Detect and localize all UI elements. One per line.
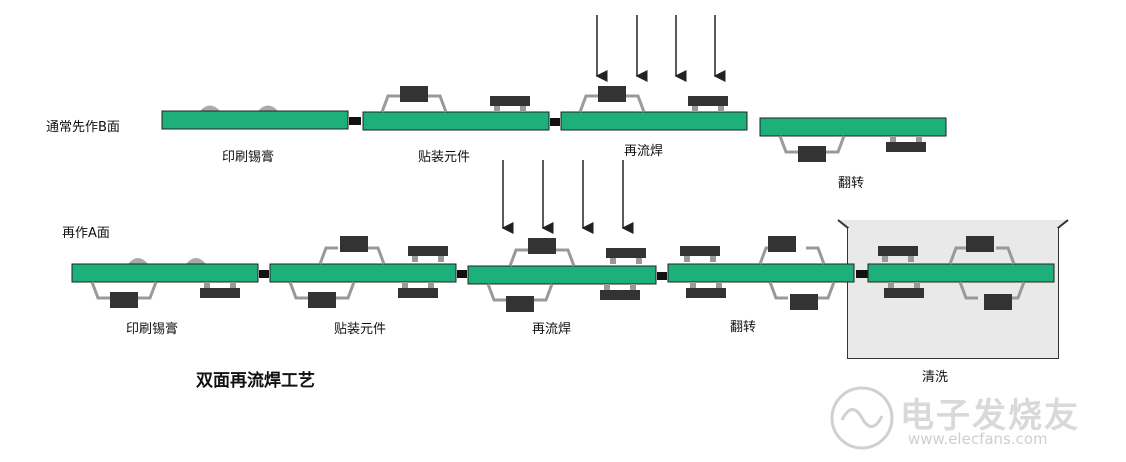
row2-step-clean: 清洗 <box>922 370 949 385</box>
row1-heat-arrows <box>595 15 726 82</box>
connector <box>657 272 667 280</box>
row1-step-place: 贴装元件 <box>418 150 471 165</box>
row1-board-print <box>161 105 349 130</box>
row2-step-place: 贴装元件 <box>334 322 387 337</box>
row2-board-reflow <box>467 238 657 312</box>
watermark-text: 电子发烧友 <box>900 396 1080 436</box>
row2-board-place <box>269 236 457 308</box>
connector <box>349 117 361 125</box>
row2-step-flip: 翻转 <box>730 320 757 335</box>
cleaning-tank <box>837 219 1069 359</box>
row1-step-print: 印刷锡膏 <box>222 150 275 165</box>
connector <box>457 270 467 278</box>
row1-board-reflow <box>560 86 748 131</box>
connector <box>259 270 269 278</box>
row2-board-print <box>71 258 259 308</box>
row1-board-place <box>362 86 550 131</box>
row2-step-reflow: 再流焊 <box>532 322 572 337</box>
watermark-url: www.elecfans.com <box>908 430 1048 448</box>
row1-step-reflow: 再流焊 <box>624 144 664 159</box>
row2-title: 再作A面 <box>62 226 110 241</box>
diagram-title: 双面再流焊工艺 <box>196 371 315 391</box>
row2-step-print: 印刷锡膏 <box>126 322 179 337</box>
row1-board-flip <box>759 117 947 162</box>
row2-heat-arrows <box>501 160 634 234</box>
row1-step-flip: 翻转 <box>838 176 865 191</box>
watermark-logo-icon <box>830 386 894 450</box>
row2-board-clean <box>867 236 1055 310</box>
row1-title: 通常先作B面 <box>46 120 120 135</box>
row2-board-flip <box>667 236 855 310</box>
connector <box>550 118 560 126</box>
